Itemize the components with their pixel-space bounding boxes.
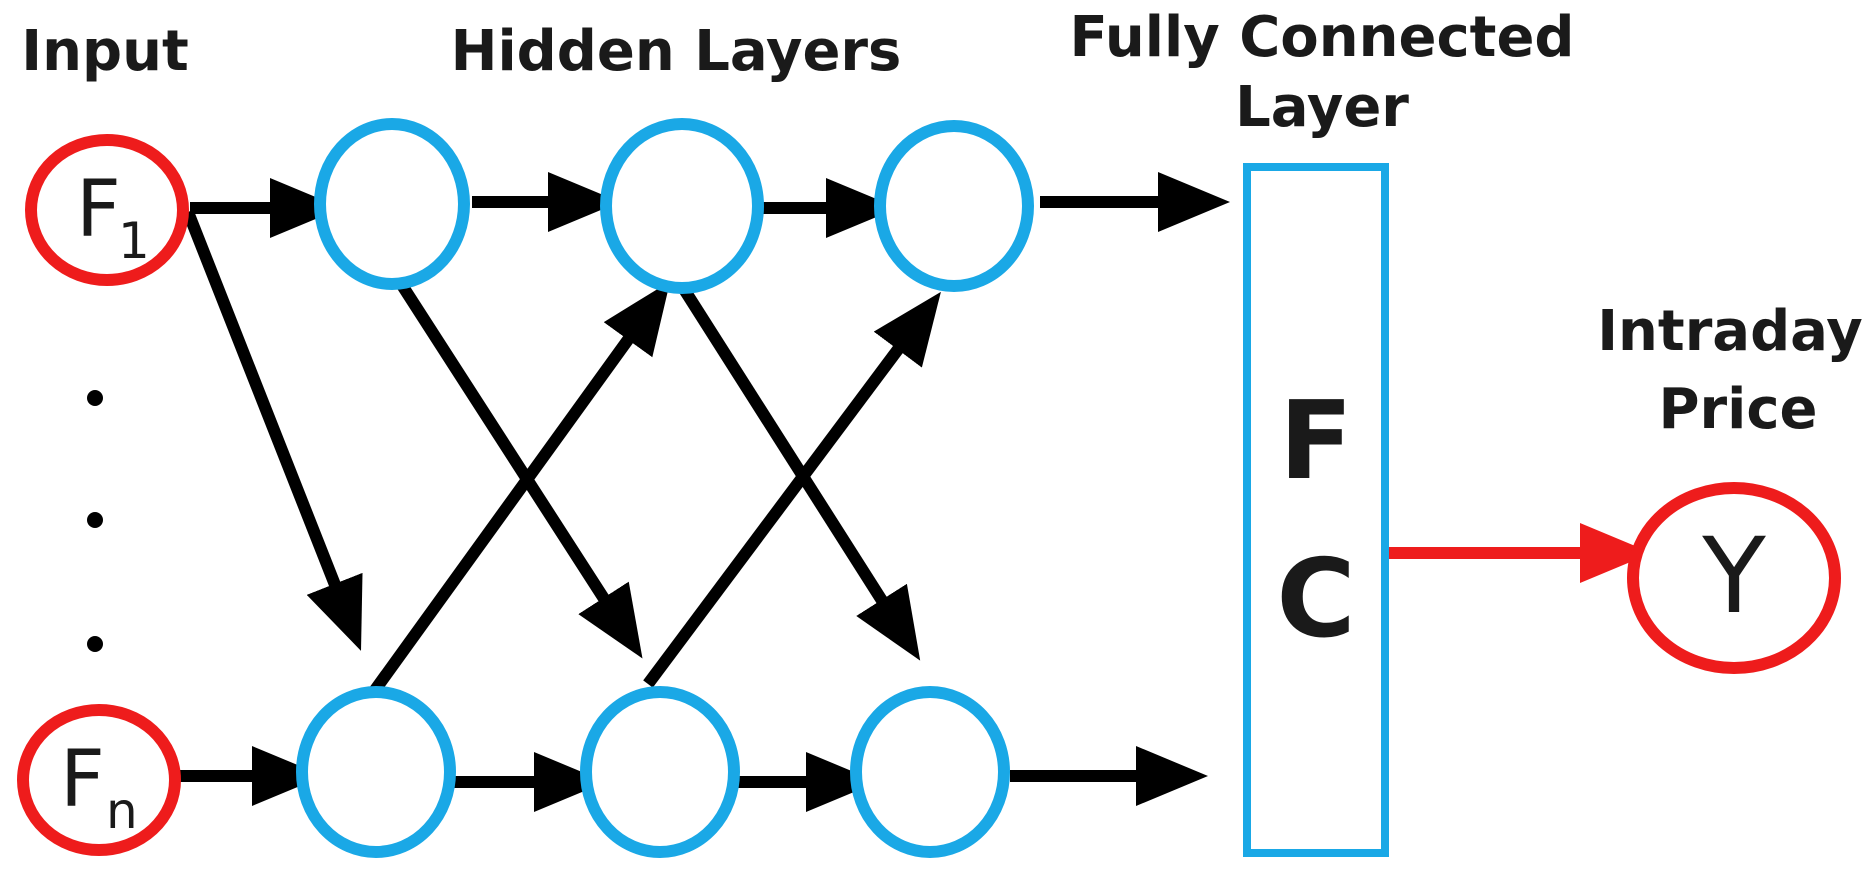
hidden-node-l2-bottom bbox=[580, 686, 740, 858]
fc-letter-c: C bbox=[1276, 537, 1355, 662]
arrow-f1-to-h1bot bbox=[182, 209, 363, 651]
hidden-node-l3-bottom bbox=[850, 686, 1010, 858]
arrow-h2top-to-h3bot bbox=[676, 282, 921, 661]
arrow-h1bot-to-h2top bbox=[370, 281, 671, 694]
input-ellipsis bbox=[87, 390, 103, 652]
output-node-y: Y bbox=[1627, 482, 1841, 674]
output-heading-line2: Price bbox=[1658, 377, 1817, 442]
input-node-fn-subscript: n bbox=[106, 782, 138, 840]
hidden-nodes bbox=[296, 118, 1034, 858]
input-node-f1-subscript: 1 bbox=[118, 212, 150, 270]
arrow-h1top-to-h2bot bbox=[394, 278, 643, 659]
arrow-h2bot-to-h3top bbox=[643, 291, 941, 688]
hidden-node-l1-bottom bbox=[296, 686, 456, 858]
hidden-node-l2-top bbox=[600, 118, 764, 294]
connection-arrows bbox=[170, 172, 1652, 812]
fully-connected-heading-line1: Fully Connected bbox=[1069, 5, 1574, 70]
output-node-letter: Y bbox=[1701, 515, 1766, 637]
fc-letter-f: F bbox=[1279, 379, 1353, 504]
fully-connected-heading-line2: Layer bbox=[1235, 75, 1409, 140]
input-node-fn-letter: F bbox=[60, 735, 105, 825]
input-node-f1: F 1 bbox=[25, 134, 189, 286]
hidden-node-l1-top bbox=[314, 118, 470, 290]
hidden-node-l3-top bbox=[874, 120, 1034, 292]
input-heading: Input bbox=[21, 19, 188, 84]
input-node-fn: F n bbox=[17, 704, 181, 856]
input-node-f1-letter: F bbox=[76, 165, 121, 255]
output-heading-line1: Intraday bbox=[1597, 299, 1863, 364]
hidden-layers-heading: Hidden Layers bbox=[451, 19, 902, 84]
fully-connected-box: F C bbox=[1243, 163, 1389, 857]
